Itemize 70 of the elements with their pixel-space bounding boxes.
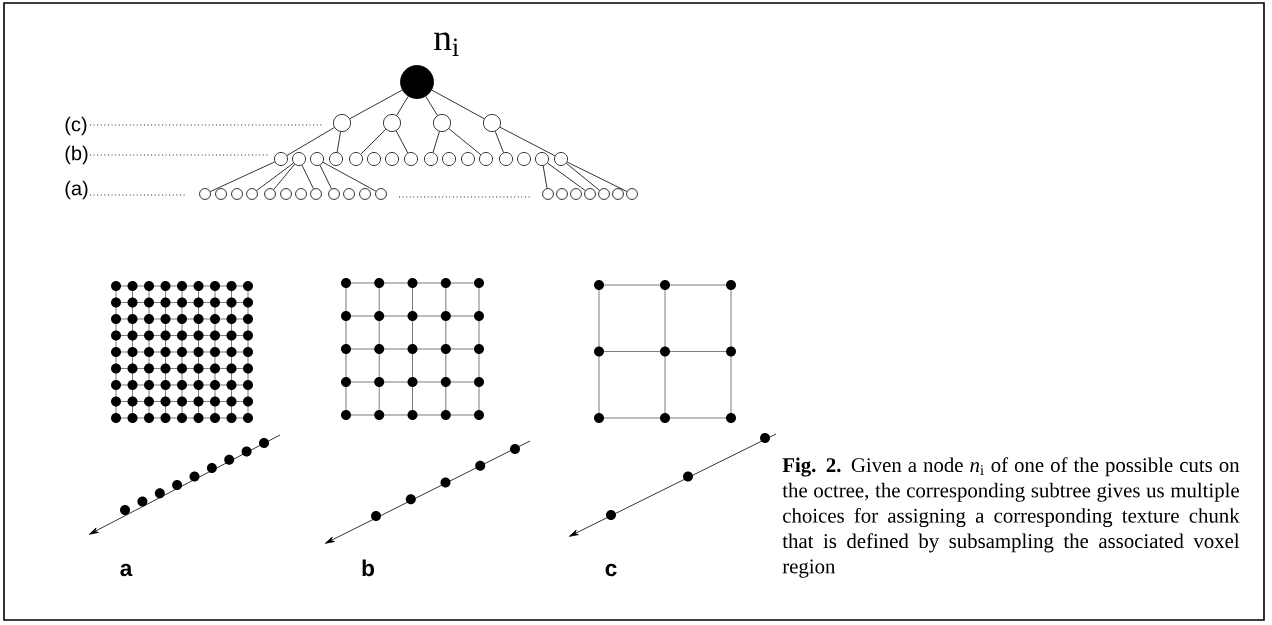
tree-node	[556, 188, 568, 200]
level-label: (a)	[65, 180, 88, 200]
tree-node	[461, 152, 475, 166]
tree-node	[328, 188, 340, 200]
tree-node	[246, 188, 258, 200]
tree-node	[199, 188, 211, 200]
tree-node	[343, 188, 355, 200]
tree-edge	[542, 165, 548, 189]
tree-edge	[256, 162, 294, 191]
tree-edge	[322, 161, 377, 192]
tree-node	[424, 152, 438, 166]
tree-edge	[566, 161, 628, 192]
node-label: n$_{i}$	[434, 32, 459, 56]
tree-node	[274, 152, 288, 166]
tree-edge	[425, 96, 438, 116]
tree-node	[383, 114, 401, 132]
tree-node	[375, 188, 387, 200]
tree-edge	[499, 126, 556, 157]
tree-node	[433, 114, 451, 132]
tree-edge	[396, 96, 409, 116]
panel-label: b	[362, 559, 374, 577]
tree-node	[349, 152, 363, 166]
tree-node	[385, 152, 399, 166]
tree-edge	[432, 131, 440, 153]
tree-edge	[319, 164, 332, 190]
panel-label: a	[120, 563, 133, 577]
tree-edge	[494, 130, 504, 153]
tree-node	[310, 188, 322, 200]
tree-node	[329, 152, 343, 166]
tree-node	[570, 188, 582, 200]
tree-node	[367, 152, 381, 166]
tree-edge	[547, 162, 586, 191]
tree-node	[310, 152, 324, 166]
tree-node	[442, 152, 456, 166]
figure-caption: Fig. 2. Given a node n$_{i}$ of one of the possible cuts on the octree, the corresponding subtree gives us multiple choices for assigning a corresponding texture chunk that is defined by subsampling the associated voxel region	[782, 457, 1240, 578]
tree-node	[292, 152, 306, 166]
tree-node	[479, 152, 493, 166]
tree-node	[517, 152, 531, 166]
tree-node	[359, 188, 371, 200]
tree-node	[333, 114, 351, 132]
tree-edge	[209, 161, 276, 192]
tree-edge	[395, 130, 409, 154]
tree-edge	[448, 128, 482, 155]
tree-node	[483, 114, 501, 132]
tree-node	[598, 188, 610, 200]
tree-edge	[286, 127, 335, 156]
panel-label: c	[605, 563, 617, 577]
tree-node	[542, 188, 554, 200]
tree-edge	[301, 164, 314, 190]
tree-node	[295, 188, 307, 200]
tree-node	[264, 188, 276, 200]
tree-edge	[349, 89, 403, 120]
tree-node	[231, 188, 243, 200]
tree-node	[554, 152, 568, 166]
tree-node	[280, 188, 292, 200]
tree-node	[499, 152, 513, 166]
tree-node	[404, 152, 418, 166]
tree-node	[626, 188, 638, 200]
tree-node	[535, 152, 549, 166]
tree-edge	[566, 163, 600, 191]
tree-node	[584, 188, 596, 200]
tree-edge	[431, 89, 485, 120]
level-label: (b)	[65, 145, 88, 165]
tree-node	[612, 188, 624, 200]
root-node	[400, 65, 434, 99]
tree-edge	[273, 163, 295, 190]
tree-edge	[360, 128, 387, 155]
tree-edge	[336, 131, 341, 153]
tree-node	[215, 188, 227, 200]
level-label: (c)	[65, 116, 87, 136]
